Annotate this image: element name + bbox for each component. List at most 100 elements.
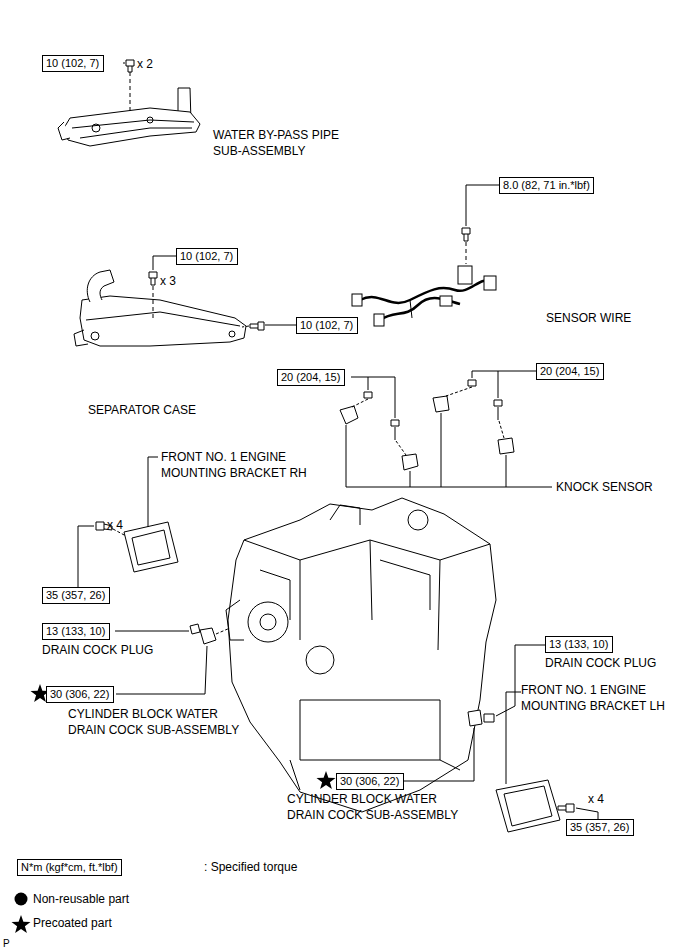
separator-case-part bbox=[86, 312, 240, 326]
bolt-part bbox=[149, 272, 157, 278]
part-label: SEPARATOR CASE bbox=[88, 402, 196, 418]
drain-cock bbox=[468, 710, 494, 726]
sensor-wire-part bbox=[410, 300, 412, 318]
drain-cock-part bbox=[190, 624, 200, 634]
torque-box: 35 (357, 26) bbox=[42, 587, 110, 604]
bolt-part bbox=[151, 278, 155, 285]
bolt-part bbox=[96, 522, 104, 530]
torque-value: 20 (204, 15) bbox=[281, 371, 340, 383]
engine-assembly-part bbox=[408, 510, 428, 530]
torque-value: N*m (kgf*cm, ft.*lbf) bbox=[21, 861, 118, 873]
separator-case-part bbox=[74, 330, 88, 346]
part-label-text: FRONT NO. 1 ENGINE MOUNTING BRACKET LH bbox=[521, 683, 665, 713]
drain-cock bbox=[190, 624, 230, 644]
leader-line bbox=[153, 256, 176, 270]
torque-box: 10 (102, 7) bbox=[42, 55, 104, 72]
leader-line bbox=[115, 631, 189, 632]
torque-value: 30 (306, 22) bbox=[50, 688, 109, 700]
mounting-bracket-part bbox=[132, 530, 170, 565]
leader-line bbox=[466, 185, 499, 226]
bolt-part bbox=[258, 322, 264, 330]
figure-code-text: P bbox=[3, 938, 10, 949]
part-label-text: FRONT NO. 1 ENGINE MOUNTING BRACKET RH bbox=[161, 450, 307, 480]
leader-line bbox=[123, 63, 125, 64]
bolt-part bbox=[130, 72, 131, 112]
leader-line bbox=[346, 413, 552, 487]
water-bypass-pipe-part bbox=[64, 108, 200, 146]
torque-value: 13 (133, 10) bbox=[549, 638, 608, 650]
bolt-part bbox=[395, 427, 396, 440]
separator-case bbox=[74, 270, 246, 346]
bolt-part bbox=[464, 234, 468, 241]
mounting-bracket-part bbox=[496, 780, 560, 832]
bolt bbox=[462, 228, 470, 264]
leader-line bbox=[351, 377, 395, 418]
water-bypass-pipe bbox=[58, 88, 200, 146]
torque-box: 20 (204, 15) bbox=[536, 363, 604, 380]
bolt-part bbox=[128, 66, 132, 72]
count-label: x 4 bbox=[588, 791, 604, 807]
part-label: KNOCK SENSOR bbox=[556, 479, 653, 495]
drain-cock-part bbox=[216, 628, 230, 634]
engine-assembly-part bbox=[260, 560, 430, 620]
torque-value: 10 (102, 7) bbox=[46, 57, 99, 69]
knock-sensor-part bbox=[433, 396, 449, 412]
sensor-wire-part bbox=[374, 314, 384, 326]
legend-text: : Specified torque bbox=[204, 860, 297, 874]
part-label-text: WATER BY-PASS PIPE SUB-ASSEMBLY bbox=[213, 128, 339, 158]
torque-value: 10 (102, 7) bbox=[300, 319, 353, 331]
bolt-part bbox=[126, 60, 134, 66]
count-label-text: x 3 bbox=[160, 274, 176, 288]
leader-line bbox=[576, 808, 598, 819]
bolt-part bbox=[352, 399, 368, 407]
sensor-wire-part bbox=[458, 266, 472, 284]
count-label-text: x 4 bbox=[107, 518, 123, 532]
water-bypass-pipe-part bbox=[58, 122, 70, 140]
bolt-part bbox=[498, 407, 499, 420]
bolt-part bbox=[466, 242, 467, 264]
water-bypass-pipe-part bbox=[72, 120, 194, 128]
bolt-part bbox=[558, 806, 566, 810]
torque-value: 30 (306, 22) bbox=[340, 775, 399, 787]
leader-line bbox=[78, 526, 94, 587]
drain-cock-part bbox=[468, 710, 482, 726]
legend-text: Non-reusable part bbox=[33, 892, 129, 906]
legend-torque-box: N*m (kgf*cm, ft.*lbf) bbox=[17, 859, 122, 876]
non-reusable-symbol bbox=[15, 893, 28, 906]
part-label: CYLINDER BLOCK WATER DRAIN COCK SUB-ASSE… bbox=[68, 706, 253, 738]
engine-assembly-part bbox=[248, 602, 288, 642]
torque-box: 13 (133, 10) bbox=[545, 636, 613, 653]
bolt bbox=[126, 60, 134, 112]
torque-box: 10 (102, 7) bbox=[296, 317, 358, 334]
bolt-part bbox=[468, 380, 476, 386]
bolt bbox=[149, 272, 264, 330]
knock-sensor-part bbox=[402, 454, 418, 470]
knock-sensor-part bbox=[498, 438, 514, 454]
leader-line bbox=[472, 371, 536, 398]
part-label-text: KNOCK SENSOR bbox=[556, 480, 653, 494]
count-label: x 2 bbox=[137, 56, 153, 72]
sensor-wire-part bbox=[440, 296, 452, 306]
torque-value: 10 (102, 7) bbox=[180, 250, 233, 262]
torque-box: 13 (133, 10) bbox=[42, 623, 110, 640]
engine-assembly-part bbox=[228, 498, 496, 812]
water-bypass-pipe-part bbox=[92, 124, 100, 132]
part-label: DRAIN COCK PLUG bbox=[545, 655, 656, 671]
part-label: FRONT NO. 1 ENGINE MOUNTING BRACKET RH bbox=[161, 449, 331, 481]
engine-assembly-part bbox=[300, 700, 440, 760]
mounting-bracket-part bbox=[124, 522, 178, 572]
legend-entry: Non-reusable part bbox=[33, 891, 129, 907]
figure-code: P bbox=[3, 936, 10, 952]
part-label: DRAIN COCK PLUG bbox=[42, 642, 153, 658]
torque-value: 8.0 (82, 71 in.*lbf) bbox=[503, 179, 590, 191]
engine-assembly bbox=[226, 498, 496, 812]
part-label-text: CYLINDER BLOCK WATER DRAIN COCK SUB-ASSE… bbox=[287, 792, 458, 822]
leader-line bbox=[148, 457, 158, 527]
leader-line bbox=[265, 325, 296, 326]
torque-value: 35 (357, 26) bbox=[46, 589, 105, 601]
legend-text: Precoated part bbox=[33, 916, 112, 930]
separator-case-part bbox=[229, 331, 235, 337]
bolt-part bbox=[446, 387, 472, 396]
torque-box: 30 (306, 22) bbox=[336, 773, 404, 790]
engine-assembly-part bbox=[244, 540, 490, 560]
